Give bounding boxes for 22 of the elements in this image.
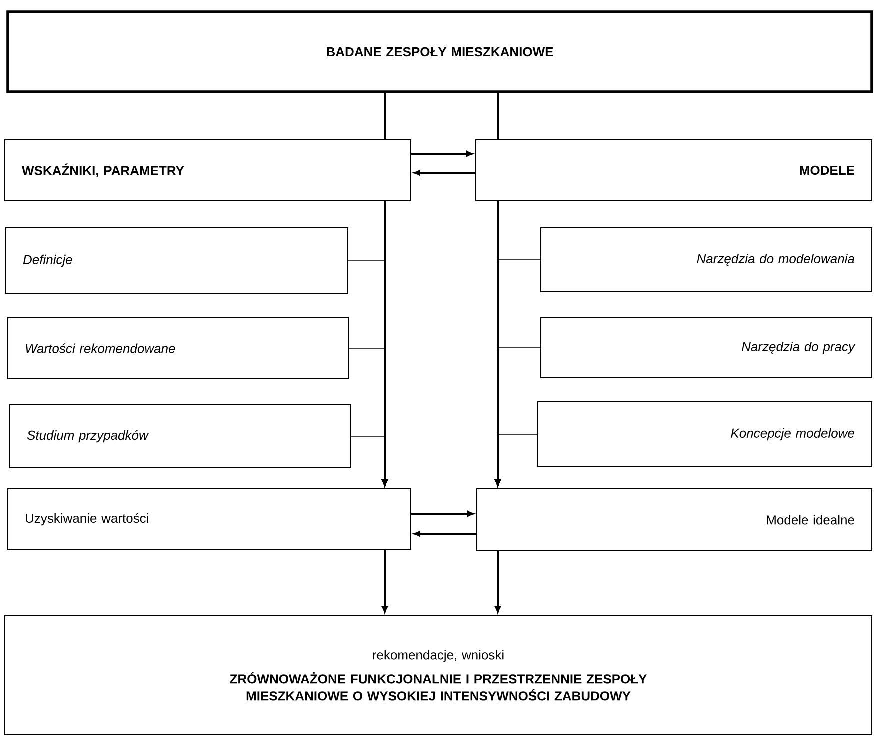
item-box: Narzędzia do pracy: [540, 318, 873, 378]
category-box: MODELE: [476, 140, 873, 202]
item-box: Koncepcje modelowe: [538, 402, 873, 468]
category-box: WSKAŹNIKI, PARAMETRY: [4, 140, 412, 202]
arrow: [495, 202, 501, 486]
arrow: [382, 550, 388, 613]
arrow: [382, 202, 388, 486]
item-box: Definicje: [6, 228, 348, 294]
item-box: Wartości rekomendowane: [8, 318, 350, 380]
connector-line: [384, 93, 386, 140]
arrow: [414, 531, 476, 537]
result-box: Uzyskiwanie wartości: [8, 488, 412, 550]
item-box: Studium przypadków: [10, 404, 352, 468]
arrow: [412, 511, 474, 517]
result-box: Modele idealne: [476, 488, 873, 552]
arrow: [495, 552, 501, 613]
connector-line: [497, 93, 499, 140]
arrow: [414, 170, 476, 176]
conclusion-box: rekomendacje, wnioski ZRÓWNOWAŻONE FUNKCJONALNIE I PRZESTRZENNIE ZESPOŁY MIESZKANIOWE O WYSOKIEJ INTENSYWNOŚCI ZABUDOWY: [4, 616, 873, 736]
arrow: [412, 151, 473, 157]
title-box: BADANE ZESPOŁY MIESZKANIOWE: [6, 10, 874, 94]
item-box: Narzędzia do modelowania: [540, 228, 873, 292]
